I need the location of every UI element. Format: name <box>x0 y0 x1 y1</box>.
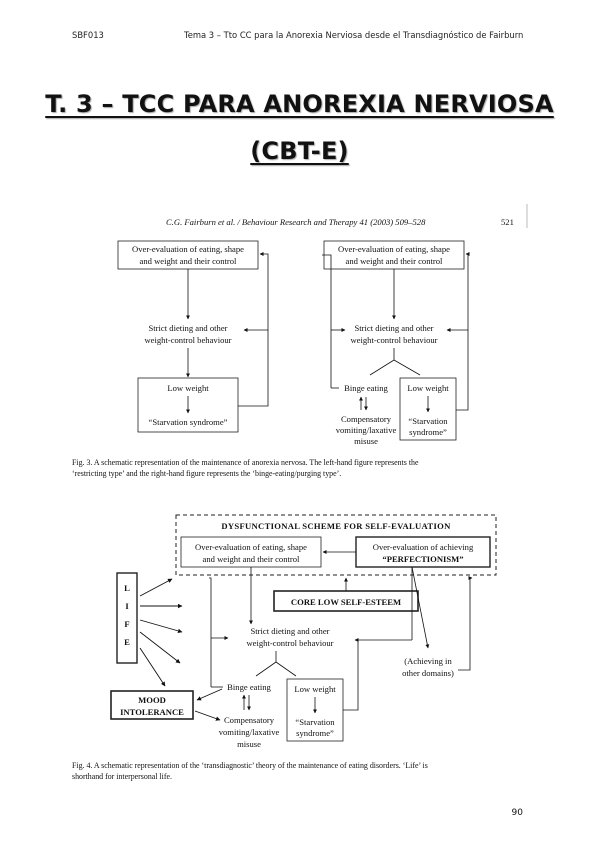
fig3-right-binge: Binge eating <box>344 383 388 393</box>
page-number: 90 <box>511 808 523 818</box>
fig4-mood-line1: MOOD <box>138 695 166 705</box>
fig4-comp-line1: Compensatory <box>224 715 275 725</box>
fig3-journal-page: 521 <box>501 217 514 227</box>
fig4-life-letter-f: F <box>124 619 129 629</box>
fig4-mood-box <box>110 690 194 720</box>
fig4-dieting-line2: weight-control behaviour <box>246 638 333 648</box>
fig3-left-overeval-line2: and weight and their control <box>140 256 238 266</box>
fig4-lowweight: Low weight <box>294 684 336 694</box>
fig3-caption-line2: ‘restricting type’ and the right-hand fi… <box>72 469 341 478</box>
fig3-caption-line1: Fig. 3. A schematic representation of th… <box>72 458 419 467</box>
fig3-right-comp-line2: vomiting/laxative <box>336 425 397 435</box>
fig4-life-letter-e: E <box>124 637 130 647</box>
fig4-comp-line3: misuse <box>237 739 261 749</box>
fig4-other-line2: other domains) <box>402 668 454 678</box>
fig4-binge: Binge eating <box>227 682 271 692</box>
fig3-right-outcome-box <box>399 377 457 441</box>
fig4-mood-line2: INTOLERANCE <box>120 707 184 717</box>
fig4-scheme-title: DYSFUNCTIONAL SCHEME FOR SELF-EVALUATION <box>221 521 451 531</box>
fig4-caption-line2: shorthand for interpersonal life. <box>72 772 172 781</box>
header-code: SBF013 <box>72 30 104 40</box>
fig3-left-dieting-line1: Strict dieting and other <box>149 323 228 333</box>
fig4-starvation-line1: “Starvation <box>295 717 335 727</box>
fig3-right-overeval-line1: Over-evaluation of eating, shape <box>338 244 450 254</box>
page-title-line-2: (CBT-E) <box>250 137 349 165</box>
fig3-left-overeval-line1: Over-evaluation of eating, shape <box>132 244 244 254</box>
fig4-dieting-line1: Strict dieting and other <box>251 626 330 636</box>
fig4-life-letter-l: L <box>124 583 130 593</box>
fig4-starvation-line2: syndrome” <box>296 728 334 738</box>
fig3-left-outcome-box <box>137 377 239 433</box>
fig3-right-lowweight: Low weight <box>407 383 449 393</box>
fig4-life-letter-i: I <box>125 601 129 611</box>
fig4-overeval-line2: and weight and their control <box>203 554 301 564</box>
fig4-overeval-line1: Over-evaluation of eating, shape <box>195 542 307 552</box>
fig3-right-comp-line3: misuse <box>354 436 378 446</box>
fig4-life-box <box>116 572 138 664</box>
fig3-right-comp-line1: Compensatory <box>341 414 392 424</box>
fig4-comp-line2: vomiting/laxative <box>219 727 280 737</box>
fig4-other-line1: (Achieving in <box>404 656 452 666</box>
page-title-line-1: T. 3 – TCC PARA ANOREXIA NERVIOSA <box>45 90 554 118</box>
fig3-left-lowweight: Low weight <box>167 383 209 393</box>
fig3-left-starvation: “Starvation syndrome” <box>149 417 228 427</box>
fig3-right-starvation-line2: syndrome” <box>409 427 447 437</box>
figure-4: DYSFUNCTIONAL SCHEME FOR SELF-EVALUATION… <box>72 514 497 781</box>
fig4-scheme-box <box>175 514 497 576</box>
fig3-citation: C.G. Fairburn et al. / Behaviour Researc… <box>166 217 426 227</box>
fig4-core-label: CORE LOW SELF-ESTEEM <box>291 597 401 607</box>
fig4-caption-line1: Fig. 4. A schematic representation of th… <box>72 761 428 770</box>
fig3-right-starvation-line1: “Starvation <box>408 416 448 426</box>
figure-3: C.G. Fairburn et al. / Behaviour Researc… <box>72 204 528 478</box>
fig3-right-diagram: Over-evaluation of eating, shape and wei… <box>322 240 470 446</box>
fig4-achieve-line1: Over-evaluation of achieving <box>373 542 474 552</box>
fig4-achieve-line2: “PERFECTIONISM” <box>382 554 463 564</box>
fig3-right-dieting-line1: Strict dieting and other <box>355 323 434 333</box>
fig3-right-overeval-line2: and weight and their control <box>346 256 444 266</box>
fig3-right-dieting-line2: weight-control behaviour <box>350 335 437 345</box>
fig3-left-diagram: Over-evaluation of eating, shape and wei… <box>117 240 269 433</box>
fig3-left-dieting-line2: weight-control behaviour <box>144 335 231 345</box>
header-topic: Tema 3 – Tto CC para la Anorexia Nervios… <box>184 30 524 40</box>
